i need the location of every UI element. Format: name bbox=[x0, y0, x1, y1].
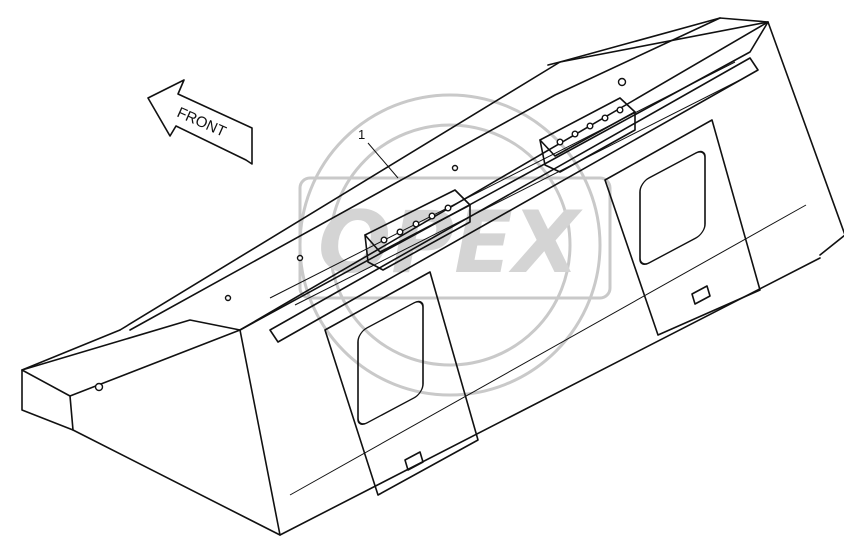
body-hole bbox=[224, 294, 232, 302]
callout-label: 1 bbox=[358, 127, 365, 142]
body-hole bbox=[617, 77, 627, 87]
clamp-bolt-hole bbox=[586, 122, 594, 130]
clamp-bolt-hole bbox=[412, 220, 420, 228]
bucket-front-top bbox=[239, 21, 769, 331]
right-mount-window bbox=[639, 150, 706, 266]
watermark: OPEX bbox=[298, 93, 612, 397]
cross-bar bbox=[269, 57, 759, 343]
floor-line-1 bbox=[269, 61, 736, 299]
watermark-frame bbox=[298, 176, 612, 300]
body-hole bbox=[451, 164, 459, 172]
clamp-bolt-hole bbox=[601, 114, 609, 122]
clamp-bolt-hole bbox=[380, 236, 388, 244]
left-side-plate-front bbox=[21, 369, 74, 431]
callout-1: 1 bbox=[358, 127, 399, 179]
left-clamp-front bbox=[364, 204, 471, 271]
clamp-bolt-hole bbox=[428, 212, 436, 220]
bucket-body bbox=[21, 17, 844, 536]
callout-leader-line bbox=[367, 142, 399, 179]
right-side-plate bbox=[547, 17, 844, 256]
watermark-inner-ring bbox=[328, 123, 572, 367]
body-hole bbox=[94, 382, 104, 392]
body-hole bbox=[296, 254, 304, 262]
front-arrow-shape bbox=[147, 79, 253, 165]
bucket-front-face bbox=[239, 257, 821, 536]
right-mount-plate bbox=[604, 119, 761, 336]
right-clamp-front bbox=[539, 111, 636, 173]
left-mount-tab bbox=[404, 451, 424, 471]
bucket-top-edge-left bbox=[21, 329, 121, 371]
left-mount-plate-outline bbox=[324, 271, 479, 496]
bucket-bottom-edge bbox=[72, 429, 281, 536]
clamp-bolt-hole bbox=[616, 106, 624, 114]
right-mount-tab bbox=[691, 285, 711, 305]
left-side-plate-top bbox=[21, 319, 241, 397]
clamp-bolt-hole bbox=[444, 204, 452, 212]
left-mount-plate bbox=[324, 271, 479, 496]
right-clamp-block bbox=[539, 97, 636, 173]
cross-bar-outline bbox=[269, 57, 759, 343]
right-mount-plate-outline bbox=[604, 119, 761, 336]
bucket-bottom-line bbox=[289, 204, 807, 496]
clamp-bolt-hole bbox=[396, 228, 404, 236]
front-arrow: FRONT bbox=[147, 79, 253, 165]
clamp-bolt-hole bbox=[571, 130, 579, 138]
front-arrow-label: FRONT bbox=[174, 104, 228, 141]
clamp-bolt-hole bbox=[556, 138, 564, 146]
left-clamp-block bbox=[364, 189, 471, 271]
floor-line-2 bbox=[294, 79, 741, 306]
left-mount-window bbox=[357, 300, 424, 425]
bucket-back-edge bbox=[129, 17, 721, 331]
